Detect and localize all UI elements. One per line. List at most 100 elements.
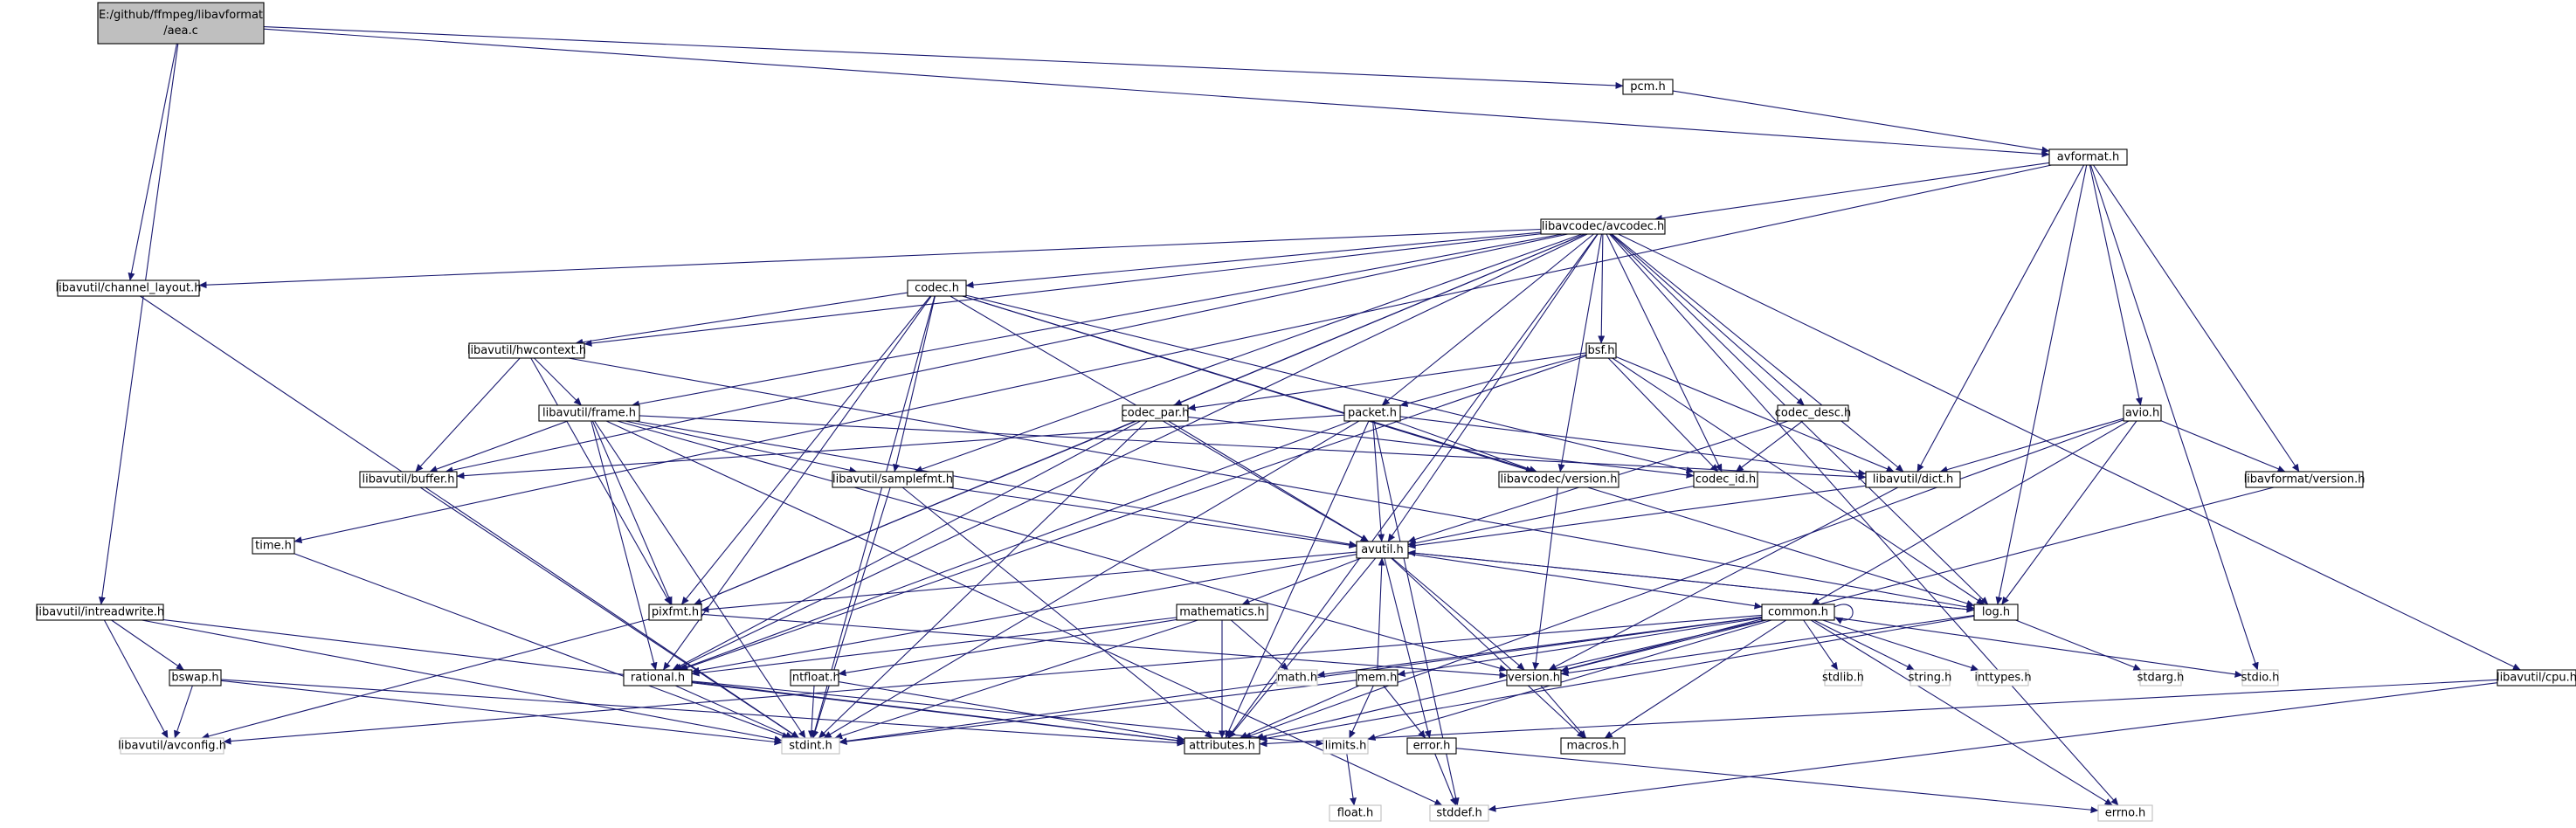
edge-packet-to-attributes [1225,420,1370,739]
edge-avcodec-to-samplefmt [914,233,1583,473]
header-node-stdio[interactable]: stdio.h [2241,669,2280,687]
edge-common-to-mem [1397,617,1763,677]
edge-common-to-math [1316,616,1763,678]
node-label: libavutil/samplefmt.h [832,473,953,486]
edge-avcodec-to-hwcontext [584,233,1542,347]
edge-buffer-to-stdint [419,486,799,739]
header-node-frame[interactable]: libavutil/frame.h [538,404,640,422]
node-label: math.h [1277,672,1317,685]
header-node-attributes[interactable]: attributes.h [1184,737,1260,755]
edge-hwcontext-to-frame [534,357,582,406]
header-node-buffer[interactable]: libavutil/buffer.h [359,471,458,488]
header-node-log[interactable]: log.h [1973,604,2019,621]
header-node-inttypes[interactable]: inttypes.h [1974,669,2032,687]
edge-hwcontext-to-buffer [415,357,521,473]
edge-bsf-to-packet [1399,354,1587,407]
header-node-codec_desc[interactable]: codec_desc.h [1775,404,1852,422]
node-box [120,737,224,755]
header-node-version[interactable]: version.h [1506,669,1562,687]
node-layer: E:/github/ffmpeg/libavformat/aea.cpcm.ha… [36,2,2576,822]
header-node-chlayout[interactable]: libavutil/channel_layout.h [56,279,202,297]
edge-mem-to-error [1383,685,1426,739]
header-node-stdint[interactable]: stdint.h [781,737,840,755]
edge-avio-to-dict [1939,417,2124,473]
edge-aea-to-intreadwrite [98,43,179,605]
node-box [1977,669,2029,687]
edge-avio-to-lfversion [2160,420,2286,473]
header-node-limits[interactable]: limits.h [1323,737,1369,755]
edge-avutil-to-rational [691,554,1357,674]
header-node-error[interactable]: error.h [1406,737,1457,755]
node-box [1693,471,1758,488]
edge-bswap-to-attributes [220,679,1185,747]
node-label: codec_id.h [1695,473,1756,486]
node-box [1406,737,1457,755]
edge-bsf-to-codec_par [1187,352,1587,411]
node-box [790,669,839,687]
edge-layer [98,26,2521,814]
header-node-codec_par[interactable]: codec_par.h [1122,404,1190,422]
header-node-intfloat[interactable]: intfloat.h [789,669,840,687]
header-node-avio[interactable]: avio.h [2123,404,2162,422]
node-label: libavcodec/version.h [1501,473,1618,486]
node-box [1498,471,1619,488]
header-node-codec[interactable]: codec.h [907,279,967,297]
header-node-avcodec[interactable]: libavcodec/avcodec.h [1540,218,1666,235]
header-node-dict[interactable]: libavutil/dict.h [1865,471,1961,488]
header-node-pixfmt[interactable]: pixfmt.h [648,604,702,621]
edge-error-to-stddef [1434,753,1457,806]
edge-packet-to-buffer [456,414,1345,480]
header-node-packet[interactable]: packet.h [1343,404,1401,422]
header-node-bswap[interactable]: bswap.h [169,669,222,687]
edge-avformat-to-stdio [2089,164,2259,671]
header-node-lcversion[interactable]: libavcodec/version.h [1498,471,1619,488]
header-node-mathematics[interactable]: mathematics.h [1176,604,1268,621]
edge-codec_par-to-pixfmt [694,420,1137,605]
header-node-hwcontext[interactable]: libavutil/hwcontext.h [467,342,586,359]
edge-rational-to-limits [691,680,1324,747]
header-node-float[interactable]: float.h [1329,804,1382,822]
header-node-string[interactable]: string.h [1909,669,1952,687]
node-label: libavutil/cpu.h [2497,672,2576,685]
header-node-mem[interactable]: mem.h [1356,669,1398,687]
node-box [1329,804,1382,822]
node-box [468,342,585,359]
edge-bsf-to-dict [1615,355,1895,473]
header-node-intreadwrite[interactable]: libavutil/intreadwrite.h [36,604,164,621]
header-node-pcm[interactable]: pcm.h [1622,79,1674,95]
edge-frame-to-stdint [594,420,806,739]
header-node-samplefmt[interactable]: libavutil/samplefmt.h [832,471,954,488]
node-box [2097,804,2153,822]
header-node-avutil[interactable]: avutil.h [1356,541,1409,559]
edge-avutil-to-mathematics [1241,557,1362,605]
header-node-rational[interactable]: rational.h [623,669,693,687]
header-node-macros[interactable]: macros.h [1560,737,1626,755]
edge-rational-to-attributes [691,681,1185,744]
header-node-stddef[interactable]: stddef.h [1429,804,1489,822]
edge-avcodec-to-codec_par [1173,233,1585,406]
node-box [623,669,693,687]
node-box [1910,669,1951,687]
header-node-common[interactable]: common.h [1761,604,1835,621]
header-node-cpu[interactable]: libavutil/cpu.h [2497,669,2576,687]
header-node-avformat[interactable]: avformat.h [2048,148,2128,166]
edge-common-to-stdio [1834,617,2243,678]
header-node-lfversion[interactable]: libavformat/version.h [2244,471,2365,488]
header-node-stdlib[interactable]: stdlib.h [1822,669,1864,687]
edge-codec-to-hwcontext [575,292,908,346]
node-label: error.h [1413,740,1451,753]
node-label: codec.h [915,282,959,295]
node-label: bsf.h [1587,344,1614,357]
node-label: libavutil/intreadwrite.h [36,606,164,619]
header-node-math[interactable]: math.h [1276,669,1318,687]
header-node-bsf[interactable]: bsf.h [1585,342,1617,359]
edge-mem-to-limits [1349,685,1374,739]
edge-hwcontext-to-pixfmt [530,357,672,605]
edge-common-to-version [1560,619,1767,673]
header-node-stdarg[interactable]: stdarg.h [2137,669,2185,687]
header-node-codec_id[interactable]: codec_id.h [1693,471,1758,488]
header-node-time[interactable]: time.h [252,537,295,555]
header-node-avconfig[interactable]: libavutil/avconfig.h [118,737,226,755]
header-node-errno[interactable]: errno.h [2097,804,2153,822]
edge-avutil-to-common [1407,553,1763,610]
